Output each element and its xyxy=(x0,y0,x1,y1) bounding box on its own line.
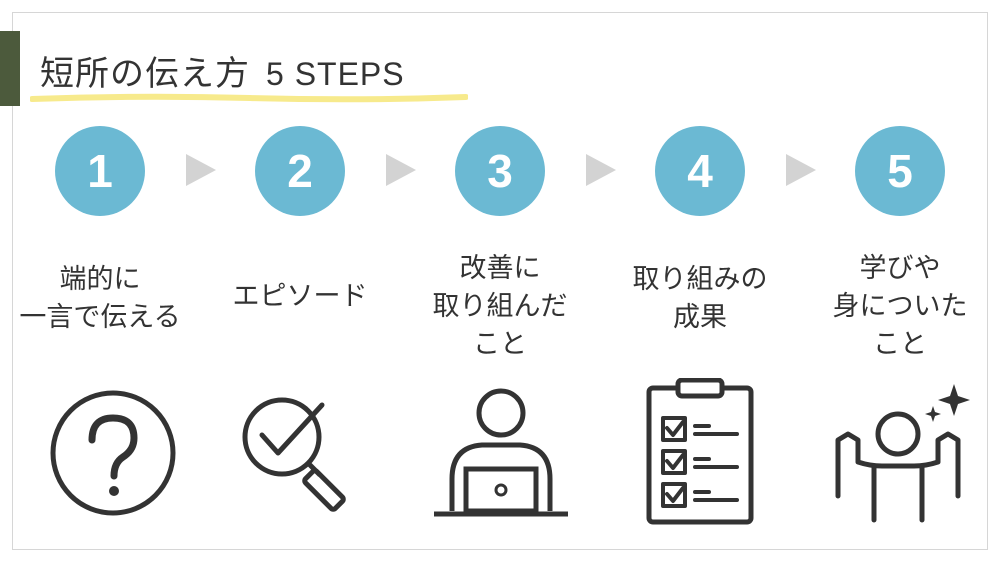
step-3-label-line: 改善に xyxy=(459,253,541,284)
person-sparkle-icon xyxy=(835,384,970,523)
step-2-label: エピソード xyxy=(200,278,400,316)
person-laptop-icon xyxy=(434,388,568,517)
step-5-label-line: 学びや xyxy=(859,253,941,284)
page-title: 短所の伝え方 5 STEPS xyxy=(40,46,405,95)
arrow-right-icon xyxy=(786,154,816,186)
step-3-label-line: こと xyxy=(473,329,527,360)
step-4-label-line: 成果 xyxy=(673,302,727,333)
step-4-label: 取り組みの 成果 xyxy=(600,261,800,337)
magnifier-check-icon xyxy=(242,397,346,512)
step-2-label-line: エピソード xyxy=(232,281,368,312)
step-5-label: 学びや 身についた こと xyxy=(800,250,1000,364)
step-2-circle: 2 xyxy=(255,126,345,216)
step-3-circle: 3 xyxy=(455,126,545,216)
title-main: 短所の伝え方 xyxy=(40,54,250,94)
clipboard-checklist-icon xyxy=(646,378,754,525)
title-highlight-underline xyxy=(30,93,468,103)
step-3-label-line: 取り組んだ xyxy=(432,291,568,322)
step-1-label-line: 一言で伝える xyxy=(19,302,181,333)
question-mark-icon xyxy=(50,390,176,516)
step-1-circle: 1 xyxy=(55,126,145,216)
step-1-label-line: 端的に xyxy=(59,264,141,295)
step-1-label: 端的に 一言で伝える xyxy=(0,261,200,337)
step-5-circle: 5 xyxy=(855,126,945,216)
step-5-label-line: こと xyxy=(873,329,927,360)
title-suffix: 5 STEPS xyxy=(266,56,405,92)
step-4-circle: 4 xyxy=(655,126,745,216)
arrow-right-icon xyxy=(586,154,616,186)
arrow-right-icon xyxy=(386,154,416,186)
step-4-label-line: 取り組みの xyxy=(632,264,768,295)
arrow-right-icon xyxy=(186,154,216,186)
step-5-label-line: 身についた xyxy=(832,291,968,322)
step-3-label: 改善に 取り組んだ こと xyxy=(400,250,600,364)
title-accent-bar xyxy=(0,31,20,106)
